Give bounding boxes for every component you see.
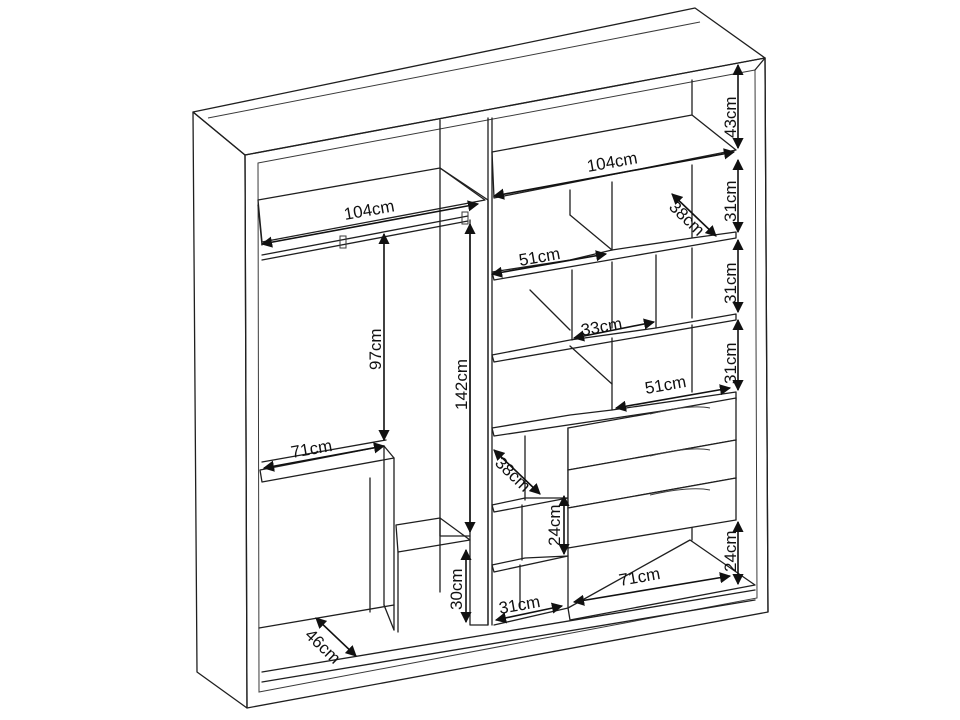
top-rail [261,215,469,256]
drawers [567,397,737,549]
label-bottom-left-height: 30cm [447,568,466,610]
drawer-2-handle [649,448,711,457]
dimension-arrows [260,63,744,657]
arrow-top-left-width [260,200,480,248]
label-long-hanging-height: 142cm [452,359,471,410]
arrow-top-right-width [492,148,736,200]
label-row3-height: 31cm [721,342,740,384]
label-row1-depth: 38cm [665,197,708,240]
row2-shelf [491,313,737,363]
front-frame-inner [257,69,758,693]
label-lower-rail-width: 71cm [289,436,333,462]
small-shelf-2 [491,555,569,573]
label-bottom-right-width: 71cm [617,564,661,590]
label-row1-shelf-width: 51cm [517,244,561,270]
label-top-right-height: 43cm [721,96,740,138]
arrow-row1-depth [671,193,717,237]
arrow-row2-width [572,318,656,342]
top-panel [192,7,766,156]
label-row3-width: 51cm [643,372,687,398]
arrow-bottom-right-width [572,572,732,606]
right-floor [567,539,756,621]
wardrobe-carcass [192,7,769,709]
arrow-small-shelf-depth [493,449,541,495]
label-small-shelf-height: 24cm [545,504,564,546]
arrow-lower-rail-width [262,442,386,472]
label-bottom-small-width: 31cm [497,592,541,618]
label-hanging-height: 97cm [366,328,385,370]
arrow-row1-width [490,250,608,278]
label-row1-height: 31cm [721,180,740,222]
drawer-3-handle [649,488,711,496]
label-row2-mid-width: 33cm [579,314,623,340]
label-row2-height: 31cm [721,262,740,304]
label-top-right-width: 104cm [585,148,639,176]
arrow-floor-depth [315,617,357,657]
label-bottom-right-height: 24cm [721,530,740,572]
left-side-panel [192,111,248,709]
label-small-shelf-depth: 38cm [491,453,534,496]
middle-low-shelf [395,517,471,553]
arrow-row3-width [614,384,732,412]
row3-shelf [491,391,737,437]
label-top-left-width: 104cm [342,196,396,224]
arrow-bottom-small-width [494,602,564,624]
